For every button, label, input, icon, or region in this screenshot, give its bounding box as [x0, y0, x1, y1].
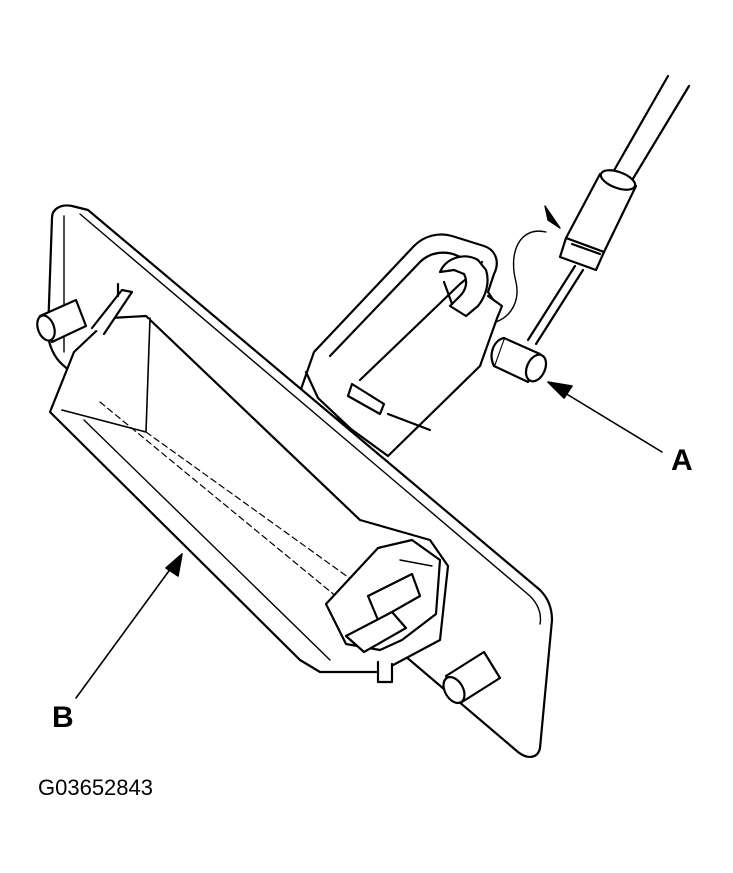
- figure-id: G03652843: [38, 775, 153, 800]
- cable-clip: [438, 255, 504, 318]
- handle-end-recess: [324, 538, 442, 684]
- callout-label-a: A: [671, 444, 693, 477]
- callout-label-b: B: [52, 701, 74, 734]
- leader-arrow-a: [547, 381, 663, 453]
- latch-bracket: [298, 233, 502, 458]
- mounting-stud-right: [442, 650, 502, 705]
- cable-end-a: [490, 336, 548, 384]
- release-cable: [610, 74, 691, 184]
- leader-arrow-b: [75, 553, 183, 699]
- inner-wire: [526, 264, 585, 346]
- mounting-stud-left: [36, 298, 88, 344]
- rotation-arrow: [495, 205, 561, 323]
- cable-ferrule: [558, 169, 638, 272]
